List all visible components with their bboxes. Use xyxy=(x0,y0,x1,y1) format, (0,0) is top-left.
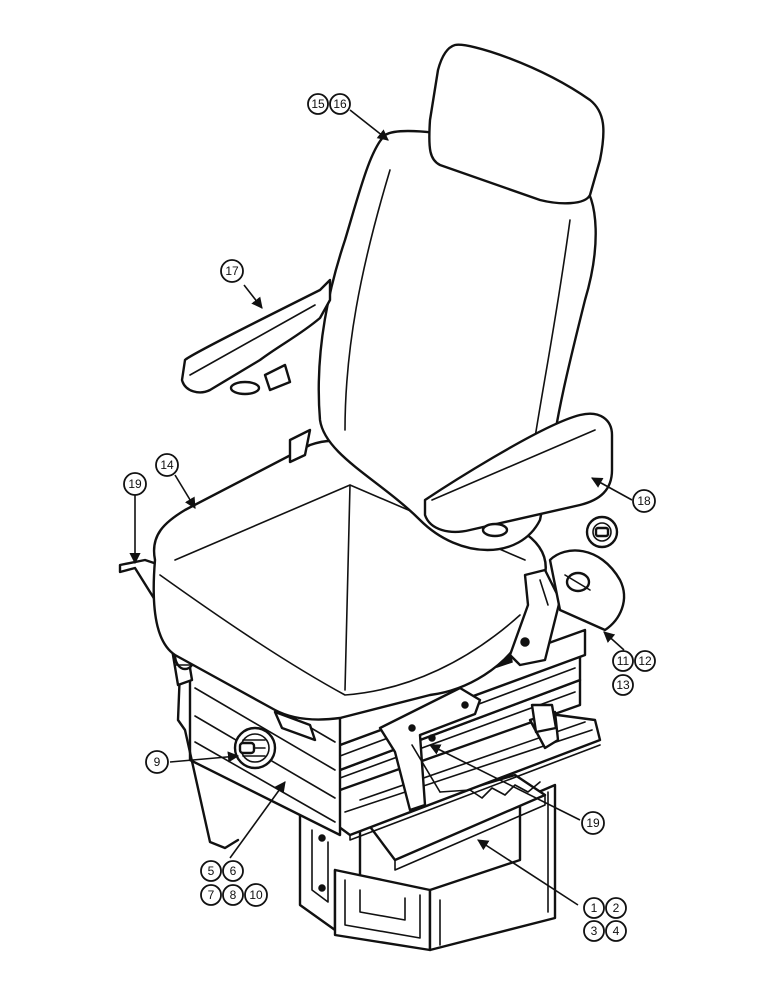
svg-text:6: 6 xyxy=(230,864,237,878)
svg-text:4: 4 xyxy=(613,924,620,938)
callout-9: 9 xyxy=(145,750,169,774)
svg-text:13: 13 xyxy=(616,678,630,692)
svg-text:14: 14 xyxy=(160,458,174,472)
callout-14: 14 xyxy=(155,453,179,477)
callout-7: 7 xyxy=(200,884,222,906)
left-armrest xyxy=(180,278,332,464)
callout-3: 3 xyxy=(583,920,605,942)
callout-5: 5 xyxy=(200,860,222,882)
weight-adjust-knob xyxy=(233,726,277,770)
svg-text:7: 7 xyxy=(208,888,215,902)
svg-text:8: 8 xyxy=(230,888,237,902)
callout-10: 10 xyxy=(244,883,268,907)
svg-text:11: 11 xyxy=(617,654,630,668)
callout-4: 4 xyxy=(605,920,627,942)
callout-16: 16 xyxy=(329,93,351,115)
backrest-tilt-handle xyxy=(548,549,626,632)
callout-15: 15 xyxy=(307,93,329,115)
svg-text:15: 15 xyxy=(311,97,325,111)
svg-text:12: 12 xyxy=(638,654,652,668)
callout-19-bottom: 19 xyxy=(581,811,605,835)
svg-text:10: 10 xyxy=(249,888,263,902)
mounting-bracket xyxy=(118,558,560,812)
svg-text:16: 16 xyxy=(333,97,347,111)
svg-text:1: 1 xyxy=(591,901,598,915)
callout-12: 12 xyxy=(634,650,656,672)
svg-text:19: 19 xyxy=(586,816,600,830)
svg-text:9: 9 xyxy=(154,755,161,769)
armrest-adjust-knob xyxy=(585,515,619,549)
callout-6: 6 xyxy=(222,860,244,882)
svg-text:19: 19 xyxy=(128,477,142,491)
svg-text:5: 5 xyxy=(208,864,215,878)
headrest xyxy=(428,43,605,205)
svg-text:2: 2 xyxy=(613,901,620,915)
callout-1: 1 xyxy=(583,897,605,919)
callout-2: 2 xyxy=(605,897,627,919)
callout-11: 11 xyxy=(612,650,634,672)
callout-8: 8 xyxy=(222,884,244,906)
callout-19-top: 19 xyxy=(123,472,147,496)
callout-13: 13 xyxy=(612,674,634,696)
callout-18: 18 xyxy=(632,489,656,513)
svg-text:17: 17 xyxy=(225,264,239,278)
svg-text:3: 3 xyxy=(591,924,598,938)
callout-17: 17 xyxy=(220,259,244,283)
right-armrest xyxy=(423,412,619,549)
svg-text:18: 18 xyxy=(637,494,651,508)
